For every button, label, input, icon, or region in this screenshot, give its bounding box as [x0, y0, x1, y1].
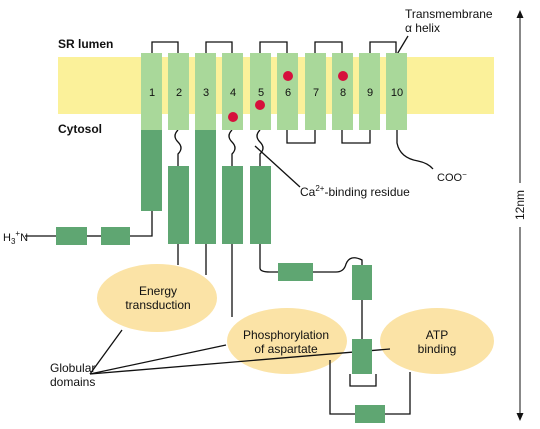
ca-suffix-text: -binding residue — [324, 185, 410, 199]
helix-number-4: 4 — [230, 87, 236, 99]
ca-binding-residues — [228, 71, 348, 122]
helix-number-5: 5 — [258, 87, 264, 99]
helix-9 — [359, 53, 380, 130]
domain-label-phospho-1: Phosphorylation — [243, 328, 329, 342]
domain-label-energy-2: transduction — [125, 298, 190, 312]
label-c-terminus: COO− — [437, 170, 467, 184]
membrane — [58, 57, 494, 114]
n-term-n: N — [20, 232, 28, 244]
ca-residue-helix6 — [283, 71, 293, 81]
segment-stalk-2 — [168, 166, 189, 244]
helix-number-2: 2 — [176, 87, 182, 99]
domain-phosphorylation — [227, 308, 347, 374]
helix-number-7: 7 — [313, 87, 319, 99]
label-n-terminus: H3+N — [3, 229, 28, 246]
segment-vertical-upper — [352, 265, 372, 300]
scale-label: 12nm — [513, 190, 527, 220]
helix-number-1: 1 — [149, 87, 155, 99]
coo-charge: − — [462, 170, 467, 179]
domain-label-atp-2: binding — [418, 342, 457, 356]
ca-residue-helix4 — [228, 112, 238, 122]
helix-2 — [168, 53, 189, 130]
segment-stalk-4 — [222, 166, 243, 244]
helix-5 — [250, 53, 271, 130]
ca-charge: 2+ — [315, 184, 324, 193]
label-ca-binding-residue: Ca2+-binding residue — [300, 184, 410, 199]
helix-4 — [222, 53, 243, 130]
lumenal-loops — [151, 41, 397, 53]
ca-residue-helix8 — [338, 71, 348, 81]
segment-n-term-b — [101, 227, 130, 245]
connector-lines — [25, 35, 411, 415]
transmembrane-helices — [141, 53, 407, 130]
domain-energy-transduction — [97, 264, 217, 332]
segment-horizontal — [278, 263, 313, 281]
label-transmembrane: Transmembrane — [405, 7, 493, 21]
domain-label-atp-1: ATP — [426, 328, 448, 342]
helix-1 — [141, 53, 162, 130]
ca-residue-helix5 — [255, 100, 265, 110]
segment-bottom — [355, 405, 385, 423]
helix-number-3: 3 — [203, 87, 209, 99]
domain-label-phospho-2: of aspartate — [254, 342, 318, 356]
label-globular: Globular — [50, 361, 95, 375]
helix-number-8: 8 — [340, 87, 346, 99]
helix-number-9: 9 — [367, 87, 373, 99]
scale-label-gap — [514, 183, 526, 227]
coo-text: COO — [437, 172, 463, 184]
helix-6 — [277, 53, 298, 130]
helix-10 — [386, 53, 407, 130]
helix-8 — [332, 53, 353, 130]
label-alpha-helix: α helix — [405, 21, 440, 35]
domain-label-energy-1: Energy — [139, 284, 177, 298]
segment-stalk-5 — [250, 166, 271, 244]
cytosolic-segments — [56, 130, 385, 423]
helix-number-6: 6 — [285, 87, 291, 99]
ca-text: Ca — [300, 185, 316, 199]
domain-atp-binding — [380, 308, 494, 374]
helix-3 — [195, 53, 216, 130]
helix-numbers: 1 2 3 4 5 6 7 8 9 10 — [149, 87, 403, 99]
n-term-h: H — [3, 232, 11, 244]
label-domains: domains — [50, 375, 95, 389]
cytosolic-loops — [286, 130, 434, 170]
label-cytosol: Cytosol — [58, 122, 102, 136]
segment-helix3-extension — [195, 130, 216, 244]
helix-number-10: 10 — [391, 87, 403, 99]
segment-helix1-extension — [141, 130, 162, 211]
segment-n-term-a — [56, 227, 87, 245]
n-term-sub: 3 — [11, 237, 16, 246]
helix-7 — [305, 53, 326, 130]
label-sr-lumen: SR lumen — [58, 37, 113, 51]
n-term-sup: + — [15, 229, 20, 238]
segment-vertical-lower — [352, 339, 372, 374]
